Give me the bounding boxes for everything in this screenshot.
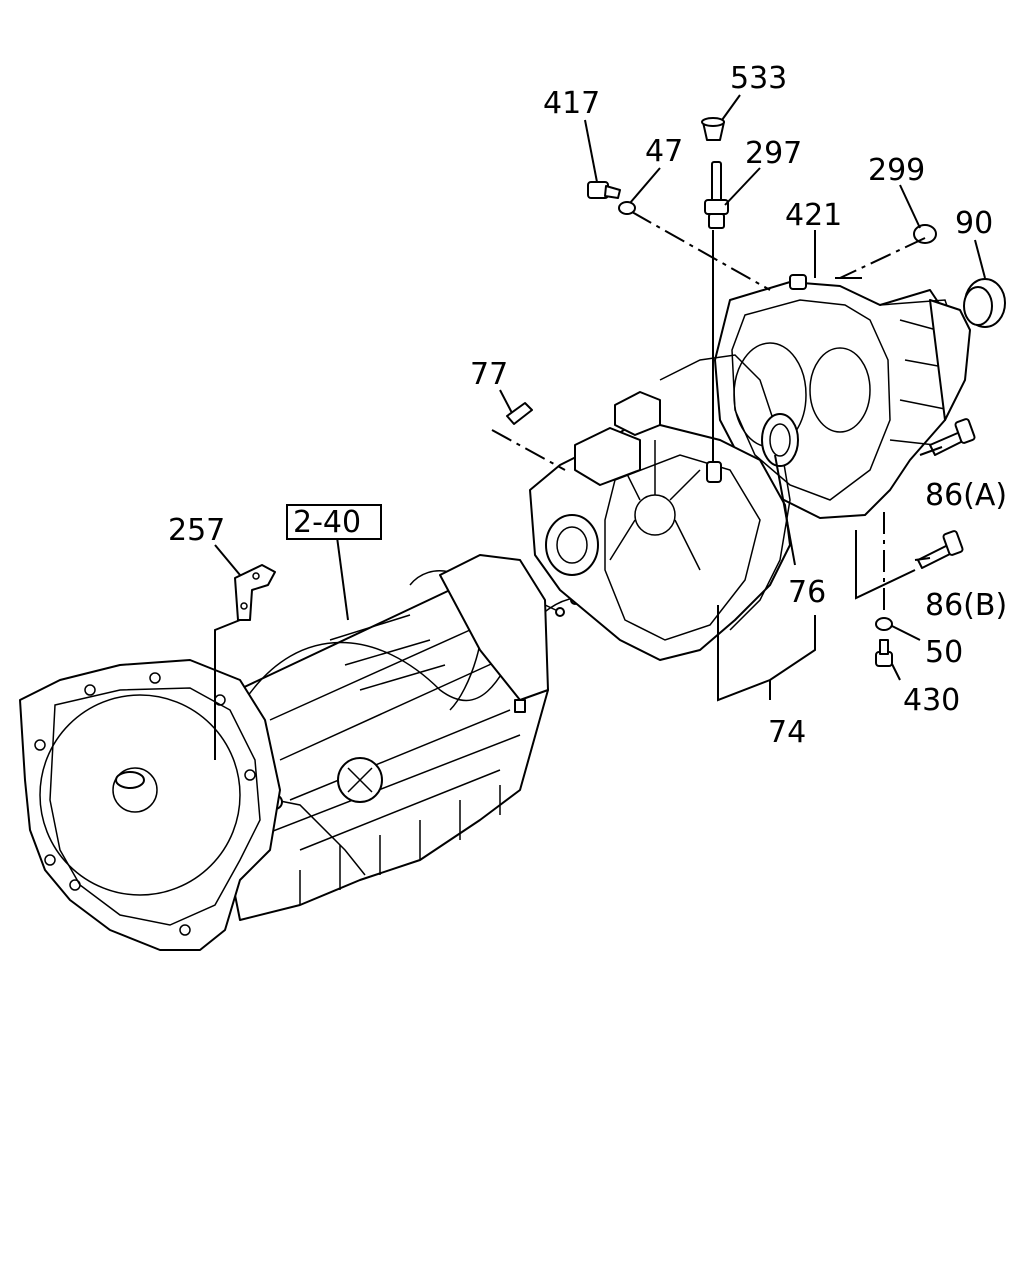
label-90: 90 — [955, 206, 993, 241]
reference-box — [286, 504, 382, 540]
label-297: 297 — [745, 136, 802, 171]
label-430: 430 — [903, 683, 960, 718]
washer-50 — [875, 617, 893, 631]
label-299: 299 — [868, 153, 925, 188]
label-417: 417 — [543, 86, 600, 121]
bracket-257 — [234, 564, 276, 621]
label-86a: 86(A) — [925, 478, 1007, 513]
label-2-40: 2-40 — [293, 505, 361, 540]
label-421: 421 — [785, 198, 842, 233]
leader-lines — [214, 94, 986, 760]
seal-90 — [963, 278, 1006, 328]
transfer-case-drawing — [529, 274, 971, 661]
automatic-transmission-drawing — [19, 554, 580, 951]
pin-77 — [506, 402, 533, 425]
bolt-430 — [875, 639, 893, 667]
plug-299 — [913, 224, 937, 244]
breather-297 — [704, 161, 729, 229]
label-74: 74 — [768, 715, 806, 750]
washer-47 — [618, 201, 636, 215]
label-76: 76 — [788, 575, 826, 610]
bolt-86a — [929, 418, 976, 456]
label-257: 257 — [168, 513, 225, 548]
label-47: 47 — [645, 134, 683, 169]
label-50: 50 — [925, 635, 963, 670]
bolt-86b — [917, 530, 964, 569]
label-533: 533 — [730, 61, 787, 96]
label-77: 77 — [470, 357, 508, 392]
small-parts — [234, 117, 1006, 667]
part-labels: 533 417 47 297 299 421 90 77 257 2-40 86… — [168, 61, 1007, 750]
bolt-417 — [587, 181, 621, 199]
label-86b: 86(B) — [925, 588, 1007, 623]
